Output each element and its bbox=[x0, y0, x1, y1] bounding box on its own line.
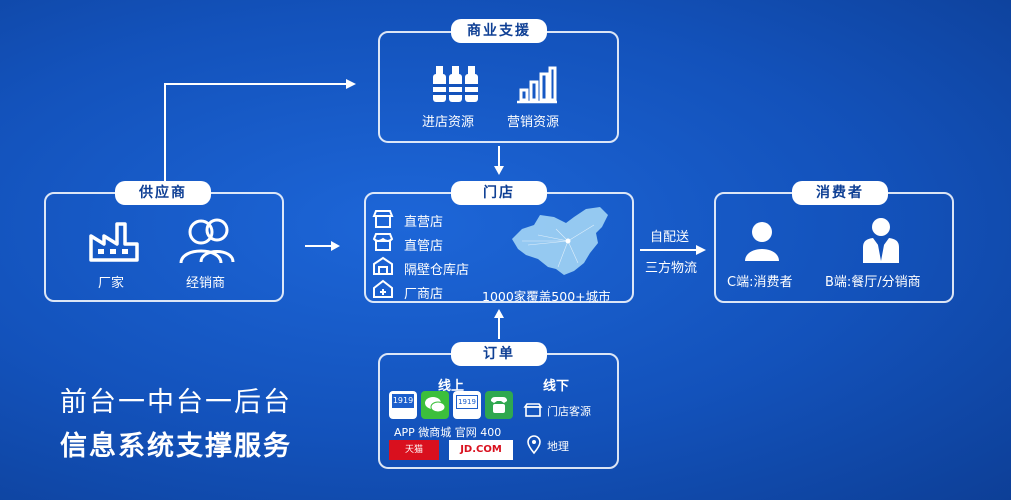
delivery-self: 自配送 bbox=[650, 230, 690, 245]
order-online-label: 线上 bbox=[438, 379, 465, 394]
store-coverage: 1000家覆盖500+城市 bbox=[482, 289, 611, 304]
consumer-c-end: C端:消费者 bbox=[727, 275, 793, 290]
factory-icon bbox=[88, 218, 140, 266]
wechat-icon bbox=[421, 391, 449, 419]
store-title: 门店 bbox=[451, 181, 547, 205]
support-item-marketing-resource: 营销资源 bbox=[507, 115, 560, 130]
house-icon bbox=[373, 279, 393, 302]
supplier-item-manufacturer: 厂家 bbox=[98, 276, 125, 291]
supplier-title: 供应商 bbox=[115, 181, 211, 205]
order-online-channels: APP 微商城 官网 400 bbox=[394, 426, 502, 439]
delivery-third-party: 三方物流 bbox=[645, 261, 698, 276]
shop-icon bbox=[372, 210, 394, 232]
store-icon bbox=[372, 233, 394, 255]
supplier-to-store-arrow bbox=[305, 241, 340, 251]
store-type-vendor: 厂商店 bbox=[404, 287, 444, 302]
store-customer-icon bbox=[523, 402, 543, 421]
support-box bbox=[378, 31, 619, 143]
order-title: 订单 bbox=[451, 342, 547, 366]
location-pin-icon bbox=[527, 435, 541, 458]
order-offline-label: 线下 bbox=[543, 379, 570, 394]
order-to-store-arrow bbox=[494, 309, 504, 339]
app-1919-logo: 1919 bbox=[389, 391, 417, 419]
phone-icon bbox=[485, 391, 513, 419]
supplier-item-distributor: 经销商 bbox=[186, 276, 226, 291]
slogan-architecture: 前台一中台一后台 bbox=[60, 387, 292, 418]
support-title: 商业支援 bbox=[451, 19, 547, 43]
store-type-direct: 直营店 bbox=[404, 215, 444, 230]
person-icon bbox=[744, 221, 780, 265]
consumer-title: 消费者 bbox=[792, 181, 888, 205]
delivery-arrow bbox=[640, 245, 706, 255]
businessman-icon bbox=[861, 217, 901, 267]
supplier-to-support-arrow bbox=[164, 79, 356, 182]
china-map-icon bbox=[508, 205, 612, 285]
tmall-logo: 天猫 bbox=[389, 440, 439, 460]
consumer-b-end: B端:餐厅/分销商 bbox=[825, 275, 921, 290]
store-type-managed: 直管店 bbox=[404, 239, 444, 254]
slogan-info-system: 信息系统支撑服务 bbox=[60, 431, 292, 462]
people-icon bbox=[177, 216, 241, 268]
bottles-icon bbox=[431, 64, 481, 108]
jd-logo: JD.COM bbox=[449, 440, 513, 460]
warehouse-icon bbox=[373, 256, 393, 279]
supplier-box bbox=[44, 192, 284, 302]
bar-chart-icon bbox=[517, 66, 557, 108]
order-offline-geography: 地理 bbox=[547, 440, 569, 453]
support-to-store-arrow bbox=[494, 146, 504, 175]
support-item-store-resource: 进店资源 bbox=[422, 115, 475, 130]
store-type-warehouse: 隔壁仓库店 bbox=[404, 263, 470, 278]
web-1919-logo: 1919 bbox=[453, 391, 481, 419]
order-offline-store-customers: 门店客源 bbox=[547, 405, 591, 418]
